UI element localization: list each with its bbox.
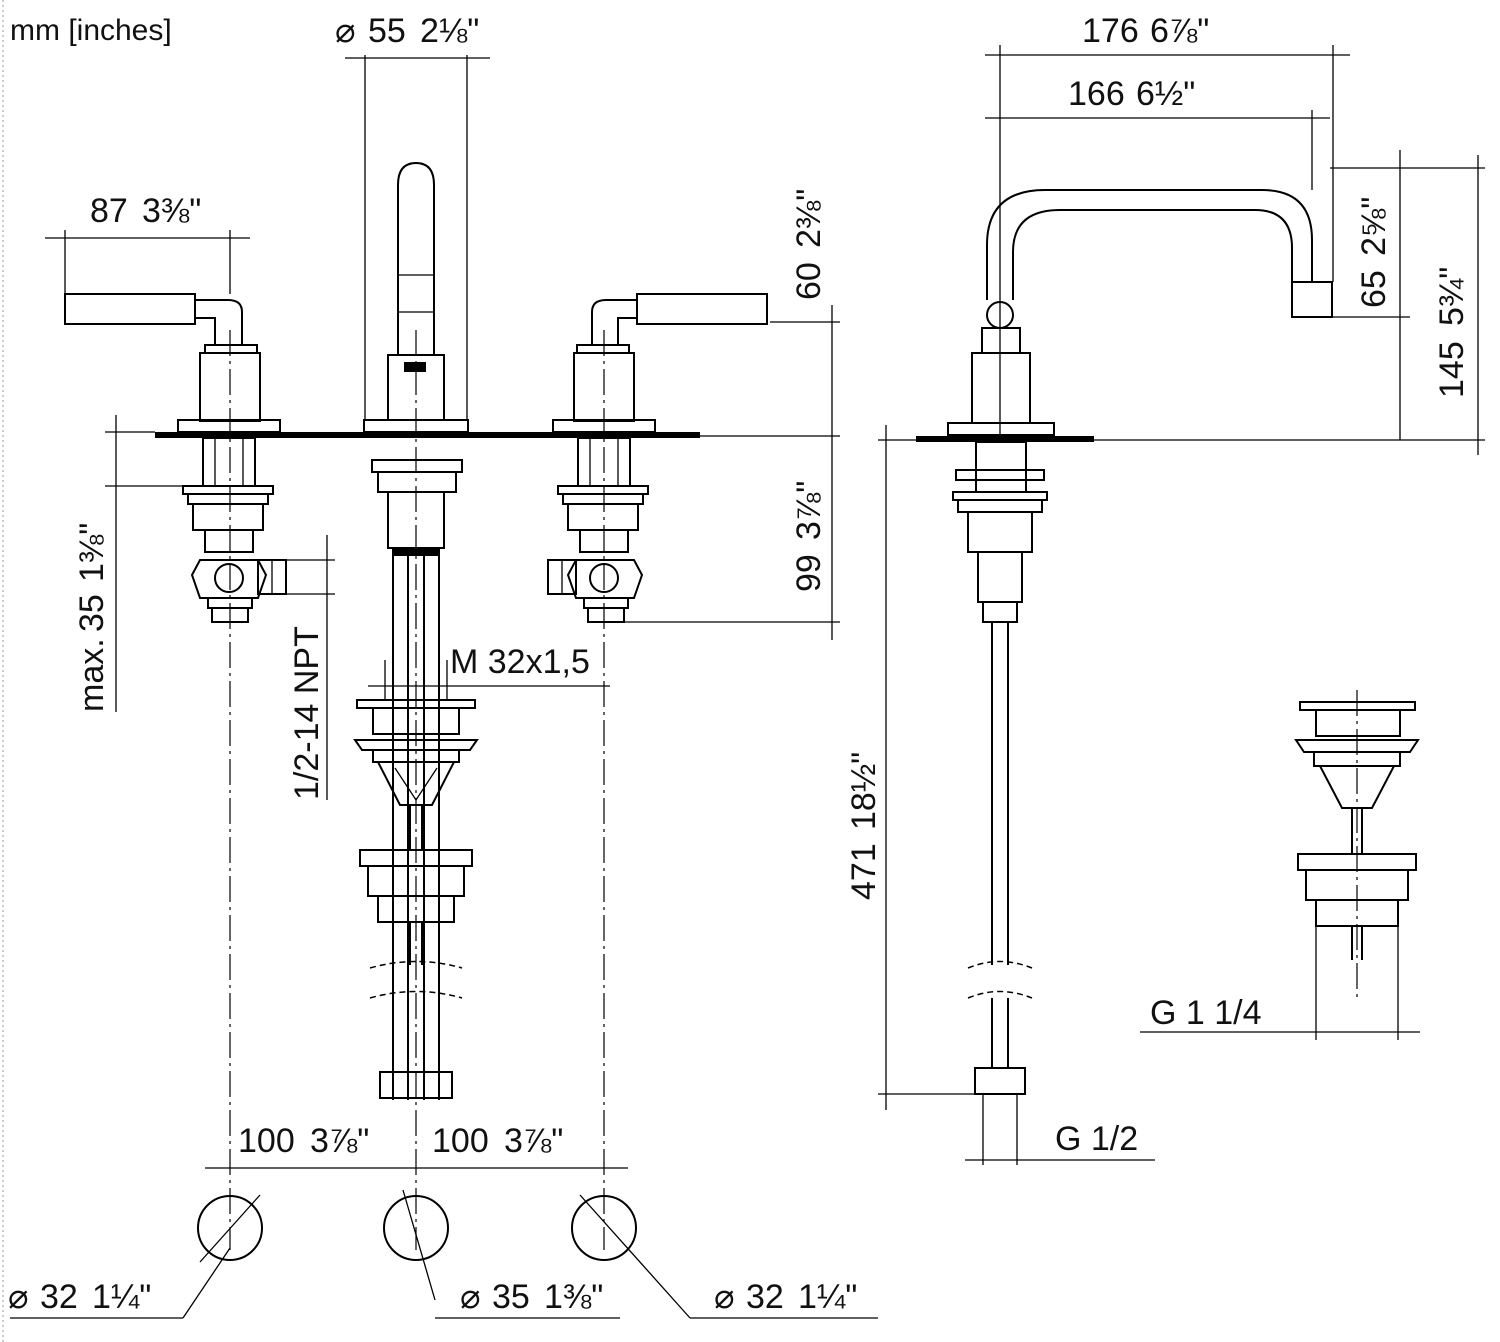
- side-view: [878, 45, 1485, 1165]
- dim-hose-thread: G 1/2: [1055, 1120, 1138, 1158]
- dim-below-deck: 99 3⅞": [790, 481, 828, 592]
- units-note: mm [inches]: [10, 14, 172, 47]
- pop-up-drain: [353, 699, 479, 965]
- dim-hole-center-mm: 35: [492, 1278, 530, 1316]
- dim-overall-height-mm: 145: [1433, 341, 1471, 398]
- dim-connection-thread: 1/2-14 NPT: [288, 626, 326, 800]
- dim-deck-thickness-inch: 1⅜": [73, 523, 111, 582]
- dim-handle-length: 87 3⅜": [90, 192, 201, 230]
- dim-spout-diameter-mm: 55: [368, 12, 406, 50]
- dim-spout-rise-inch: 2⅜": [790, 189, 828, 248]
- dim-overall-reach-inch: 6⅞": [1150, 12, 1209, 50]
- dim-overall-reach-mm: 176: [1082, 12, 1139, 50]
- dim-handle-length-inch: 3⅜": [142, 192, 201, 230]
- dim-spacing-left: 100 3⅞": [238, 1122, 369, 1160]
- dim-spout-diameter-inch: 2⅛": [420, 12, 479, 50]
- dim-deck-thickness-prefix: max.: [73, 638, 111, 712]
- dim-overall-reach: 176 6⅞": [1082, 12, 1209, 50]
- right-valve: [547, 437, 649, 623]
- dim-overall-height: 145 5¾": [1433, 267, 1471, 398]
- dim-deck-thickness: max. 35 1⅜": [73, 523, 111, 712]
- diameter-symbol: ⌀: [460, 1278, 480, 1316]
- dim-outlet-height: 65 2⅝": [1355, 197, 1393, 308]
- waste-detail: [1294, 690, 1420, 1000]
- dim-drain-thread: M 32x1,5: [450, 643, 590, 681]
- dim-below-deck-inch: 3⅞": [790, 481, 828, 540]
- dim-deck-thickness-mm: 35: [73, 594, 111, 632]
- side-deck-plate: [916, 436, 1094, 442]
- dim-hole-center: ⌀ 35 1⅜": [460, 1278, 603, 1316]
- dim-hole-right: ⌀ 32 1¼": [714, 1278, 857, 1316]
- dim-hose-length-mm: 471: [845, 843, 883, 900]
- left-handle: [64, 293, 281, 433]
- dim-hole-left: ⌀ 32 1¼": [8, 1278, 151, 1316]
- dim-spout-reach: 166 6½": [1068, 75, 1195, 113]
- diameter-symbol: ⌀: [8, 1278, 28, 1316]
- spout-arch-outer: [986, 189, 1313, 300]
- right-handle: [552, 293, 768, 433]
- dim-spout-diameter: ⌀ 55 2⅛": [335, 12, 479, 50]
- dim-hole-right-mm: 32: [746, 1278, 784, 1316]
- dim-spout-rise: 60 2⅜": [790, 189, 828, 300]
- spout-arch-inner: [1012, 209, 1293, 300]
- deck-plate: [155, 432, 700, 438]
- aerator: [1291, 281, 1333, 318]
- break-mark-top: [369, 960, 463, 969]
- dim-spout-reach-mm: 166: [1068, 75, 1125, 113]
- diameter-symbol: ⌀: [714, 1278, 734, 1316]
- dim-overall-height-inch: 5¾": [1433, 267, 1471, 326]
- hole-center: [383, 1195, 449, 1261]
- hole-left: [197, 1195, 263, 1261]
- dim-hose-length-inch: 18½": [845, 752, 883, 830]
- dim-outlet-height-inch: 2⅝": [1355, 197, 1393, 256]
- hose-nut: [974, 1067, 1026, 1095]
- dim-hole-left-inch: 1¼": [92, 1278, 151, 1316]
- dim-spout-rise-mm: 60: [790, 262, 828, 300]
- center-spout: [363, 161, 469, 1100]
- dim-spacing-left-inch: 3⅞": [310, 1122, 369, 1160]
- dim-hole-center-inch: 1⅜": [544, 1278, 603, 1316]
- dim-connection-thread-text: 1/2-14 NPT: [288, 626, 326, 800]
- dim-spacing-right: 100 3⅞": [432, 1122, 563, 1160]
- dim-spacing-right-inch: 3⅞": [504, 1122, 563, 1160]
- dim-spout-reach-inch: 6½": [1136, 75, 1195, 113]
- dim-hole-right-inch: 1¼": [798, 1278, 857, 1316]
- dim-below-deck-mm: 99: [790, 554, 828, 592]
- dim-outlet-height-mm: 65: [1355, 270, 1393, 308]
- dim-hose-length: 471 18½": [845, 752, 883, 900]
- diameter-symbol: ⌀: [335, 12, 355, 50]
- dim-spacing-right-mm: 100: [432, 1122, 489, 1160]
- dim-spacing-left-mm: 100: [238, 1122, 295, 1160]
- hole-right: [571, 1195, 637, 1261]
- break-mark-bottom: [369, 990, 463, 999]
- dim-waste-thread: G 1 1/4: [1150, 994, 1262, 1032]
- front-view: [10, 55, 878, 1319]
- left-valve: [182, 437, 287, 623]
- dim-handle-length-mm: 87: [90, 192, 128, 230]
- dim-hole-left-mm: 32: [40, 1278, 78, 1316]
